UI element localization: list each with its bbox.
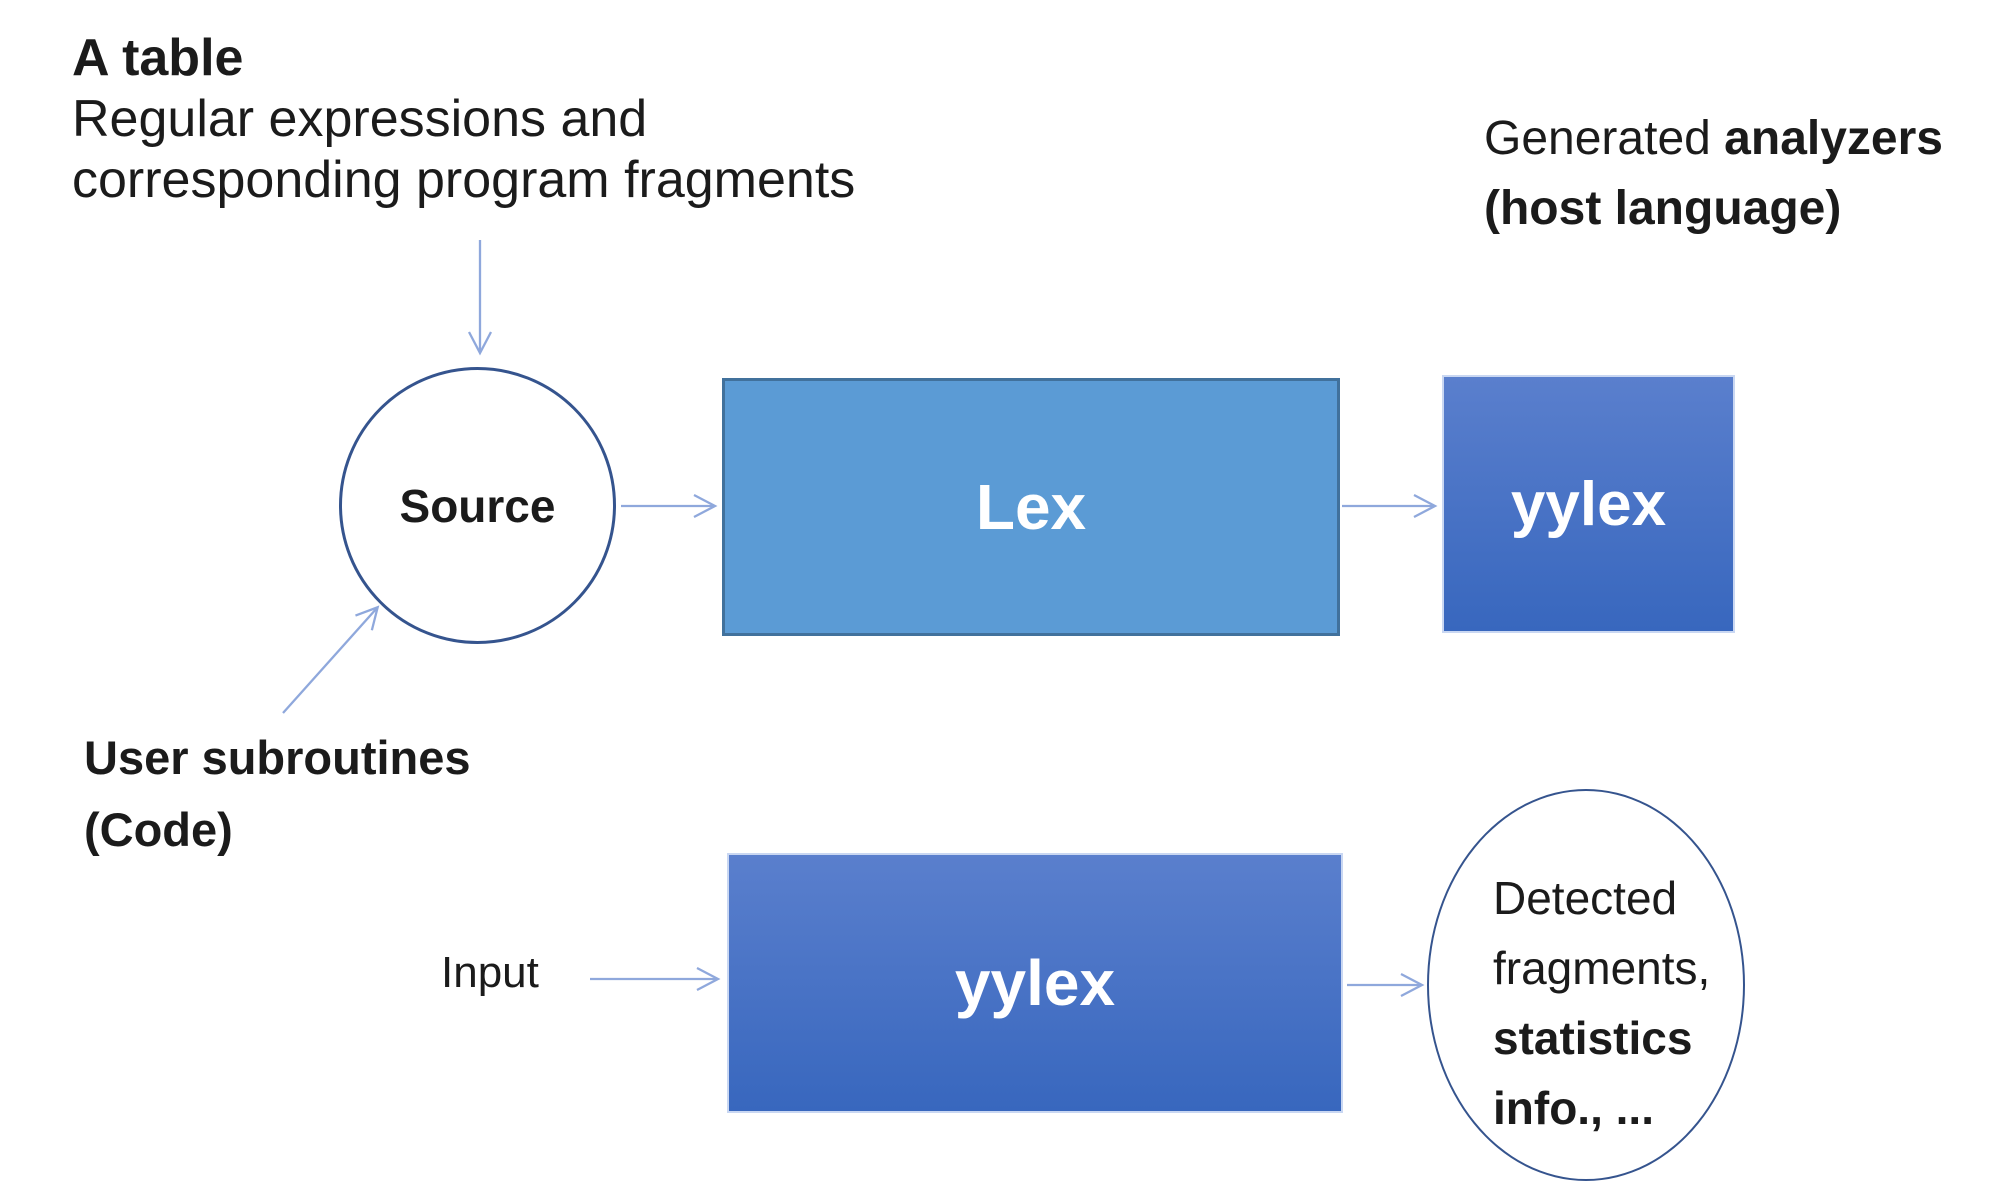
output-line4: info., ... [1493, 1082, 1654, 1134]
generated-note-bold: analyzers [1724, 112, 1943, 165]
table-note-line1: Regular expressions and [72, 90, 648, 148]
node-yylex-runtime-label: yylex [954, 947, 1116, 1019]
output-line2: fragments, [1493, 942, 1711, 994]
arrow-subroutines-to-source [282, 605, 380, 714]
generated-note-regular: Generated [1484, 112, 1725, 165]
table-note-line2: corresponding program fragments [72, 151, 856, 209]
node-yylex-generated-label: yylex [1510, 469, 1667, 539]
node-lex: Lex [722, 378, 1340, 636]
user-subroutines-line1: User subroutines [84, 731, 471, 784]
node-source: Source [339, 367, 616, 644]
output-line1: Detected [1493, 872, 1678, 924]
node-output: Detected fragments, statistics info., ..… [1427, 789, 1745, 1181]
node-yylex-runtime: yylex [727, 853, 1343, 1113]
node-lex-label: Lex [975, 471, 1087, 543]
input-label: Input [441, 948, 539, 997]
user-subroutines-note: User subroutines (Code) [84, 722, 471, 866]
table-note: A table Regular expressions and correspo… [72, 28, 855, 211]
node-yylex-generated: yylex [1442, 375, 1735, 633]
generated-analyzers-note: Generated analyzers (host language) [1484, 104, 1943, 244]
user-subroutines-line2: (Code) [84, 803, 233, 856]
node-source-label: Source [399, 479, 556, 532]
generated-note-line1: Generated analyzers [1484, 104, 1943, 174]
output-line3: statistics [1493, 1012, 1693, 1064]
table-note-title: A table [72, 29, 244, 87]
generated-note-line2: (host language) [1484, 182, 1842, 235]
